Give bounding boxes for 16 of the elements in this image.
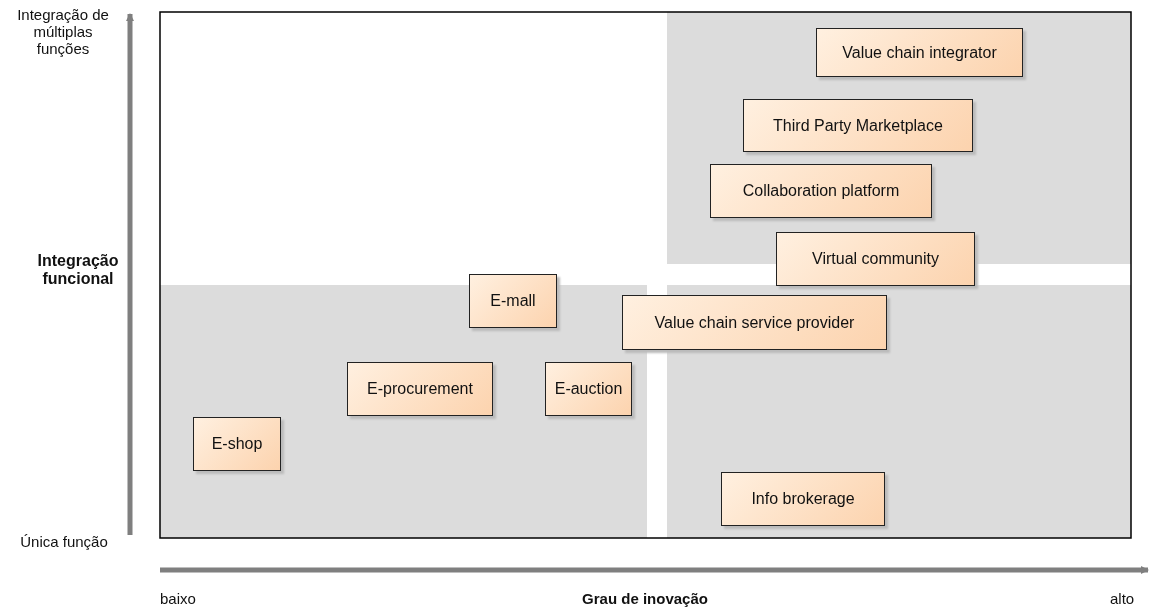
model-box: Collaboration platform — [710, 164, 932, 218]
model-box: Value chain integrator — [816, 28, 1023, 77]
model-box: E-mall — [469, 274, 557, 328]
axis-title: Grau de inovação — [581, 590, 709, 607]
axis-label: Única função — [19, 533, 109, 550]
model-box: Value chain service provider — [622, 295, 887, 350]
model-box: Virtual community — [776, 232, 975, 286]
model-box: Third Party Marketplace — [743, 99, 973, 152]
model-box: E-procurement — [347, 362, 493, 416]
axis-label: Integração funcional — [36, 252, 120, 288]
model-box: E-shop — [193, 417, 281, 471]
axis-label: baixo — [160, 590, 196, 607]
axis-label: Integração de múltiplas funções — [16, 6, 110, 57]
axis-label: alto — [1110, 590, 1135, 607]
model-box: E-auction — [545, 362, 632, 416]
model-box: Info brokerage — [721, 472, 885, 526]
